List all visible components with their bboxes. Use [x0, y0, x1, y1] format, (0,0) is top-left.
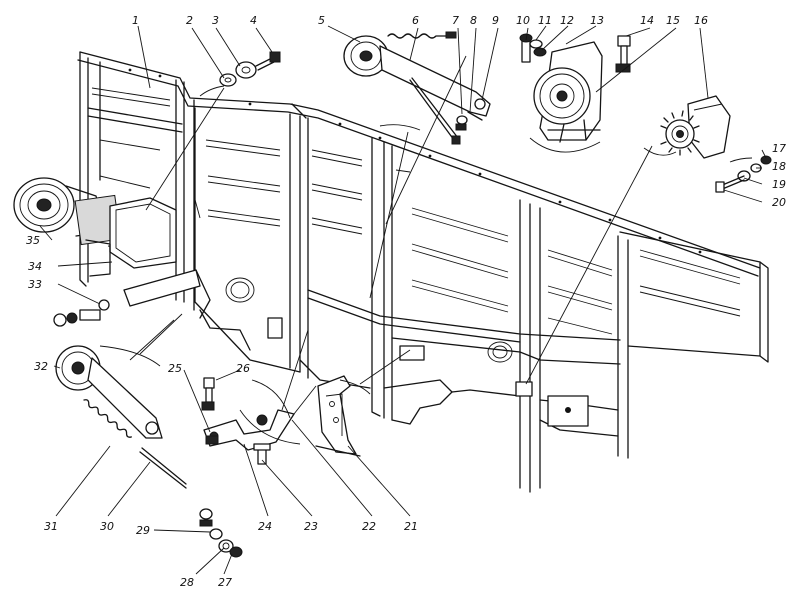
bolt-14	[615, 35, 631, 73]
callout-10: 10	[516, 14, 530, 27]
fasteners-10-13	[519, 33, 547, 63]
callout-8: 8	[470, 14, 477, 27]
assembly-lines	[99, 55, 753, 445]
fasteners-27-29	[199, 508, 243, 558]
callout-21: 21	[404, 520, 418, 533]
callout-30: 30	[100, 520, 114, 533]
fasteners-7-9	[455, 111, 483, 131]
bracket-21	[315, 375, 361, 457]
callout-16: 16	[694, 14, 708, 27]
pulley-15	[533, 41, 603, 143]
leader-lines	[39, 25, 767, 575]
callout-33: 33	[28, 278, 42, 291]
callout-20: 20	[772, 196, 786, 209]
fasteners-2-4	[219, 51, 281, 87]
callout-1: 1	[132, 14, 139, 27]
callout-28: 28	[180, 576, 194, 589]
sprocket-16	[660, 95, 731, 159]
callout-35: 35	[26, 234, 40, 247]
callout-9: 9	[492, 14, 499, 27]
pulley-5	[343, 31, 491, 145]
callout-32: 32	[34, 360, 48, 373]
callout-26: 26	[236, 362, 250, 375]
fasteners-17-20	[715, 155, 772, 193]
callout-24: 24	[258, 520, 272, 533]
pulley-32	[55, 345, 163, 439]
nut-25	[205, 435, 219, 445]
callout-12: 12	[560, 14, 574, 27]
callout-23: 23	[304, 520, 318, 533]
rail-rivets	[128, 68, 702, 254]
callout-31: 31	[44, 520, 58, 533]
callout-34: 34	[28, 260, 42, 273]
callout-25: 25	[168, 362, 182, 375]
callout-18: 18	[772, 160, 786, 173]
callout-14: 14	[640, 14, 654, 27]
bolt-26	[201, 377, 215, 411]
callout-3: 3	[212, 14, 219, 27]
bolt-23	[253, 443, 271, 465]
callout-4: 4	[250, 14, 257, 27]
callout-7: 7	[452, 14, 459, 27]
main-frame	[77, 51, 769, 493]
callout-5: 5	[318, 14, 325, 27]
callout-2: 2	[186, 14, 193, 27]
callout-11: 11	[538, 14, 552, 27]
callout-17: 17	[772, 142, 786, 155]
callout-22: 22	[362, 520, 376, 533]
callout-13: 13	[590, 14, 604, 27]
callout-29: 29	[136, 524, 150, 537]
bracket-33	[53, 269, 211, 327]
callout-19: 19	[772, 178, 786, 191]
callout-6: 6	[412, 14, 419, 27]
spring-31	[83, 399, 187, 489]
callout-27: 27	[218, 576, 232, 589]
callout-15: 15	[666, 14, 680, 27]
callout-labels: 1 2 3 4 5 6 7 8 9 10 11 12 13 14 15 16 1…	[26, 14, 786, 589]
